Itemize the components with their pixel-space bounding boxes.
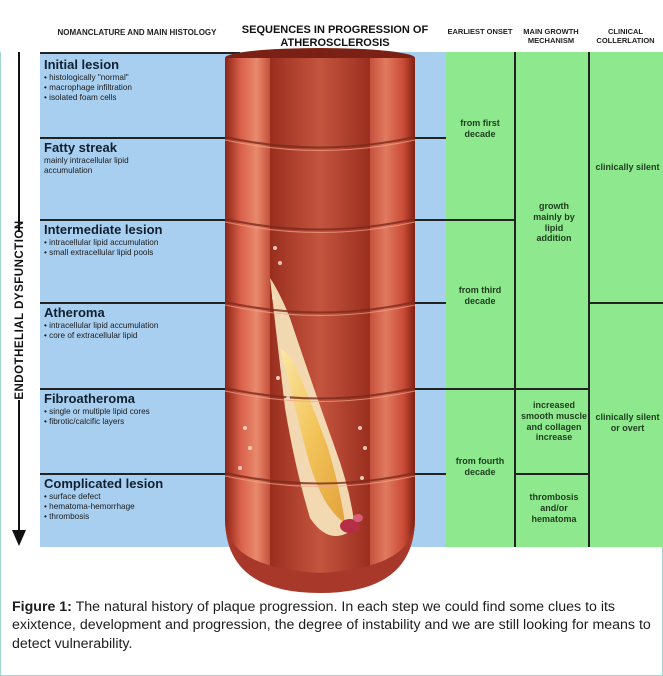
figure-caption: Figure 1: The natural history of plaque … (12, 598, 652, 653)
header-clinical: CLINICAL COLLERLATION (588, 28, 663, 45)
growth-divider (516, 473, 588, 475)
caption-label: Figure 1: (12, 599, 72, 615)
clinical-divider (590, 302, 663, 304)
caption-text: The natural history of plaque progressio… (12, 599, 651, 652)
clinical-silent: clinically silent (592, 162, 663, 173)
onset-fourth-decade: from fourth decade (446, 456, 514, 478)
header-earliest-onset: EARLIEST ONSET (446, 28, 514, 37)
clinical-panel (588, 52, 663, 547)
onset-divider (446, 219, 514, 221)
onset-divider (446, 388, 514, 390)
onset-first-decade: from first decade (446, 118, 514, 140)
header-nomenclature: NOMANCLATURE AND MAIN HISTOLOGY (48, 28, 226, 37)
side-label-endothelial-dysfunction: ENDOTHELIAL DYSFUNCTION (14, 220, 26, 399)
growth-lipid-addition: growth mainly by lipid addition (530, 201, 578, 244)
growth-smooth-muscle: increased smooth muscle and collagen inc… (518, 400, 590, 443)
arrow-head-icon (6, 530, 36, 560)
header-growth-mechanism: MAIN GROWTH MECHANISM (514, 28, 588, 45)
artery-illustration (200, 48, 450, 593)
clinical-silent-or-overt: clinically silent or overt (592, 412, 663, 434)
growth-thrombosis: thrombosis and/or hematoma (518, 492, 590, 524)
table-header: NOMANCLATURE AND MAIN HISTOLOGY SEQUENCE… (0, 0, 663, 52)
onset-third-decade: from third decade (446, 285, 514, 307)
growth-divider (516, 388, 588, 390)
header-sequences: SEQUENCES IN PROGRESSION OF ATHEROSCLERO… (226, 24, 444, 49)
